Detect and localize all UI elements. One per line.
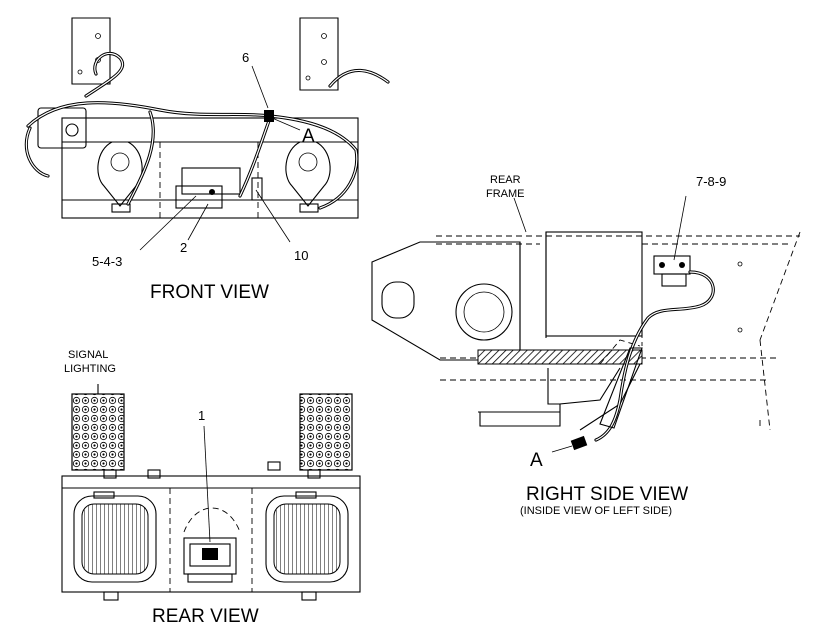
callout-a-side: A — [530, 450, 543, 471]
side-hatched-rail — [477, 349, 643, 365]
callout-6: 6 — [242, 50, 249, 65]
callout-1: 1 — [198, 408, 205, 423]
side-body-block — [545, 231, 643, 346]
front-relay-box — [175, 167, 263, 209]
front-view-title: FRONT VIEW — [150, 282, 269, 303]
rear-left-signal-light — [71, 393, 125, 471]
callout-2: 2 — [180, 240, 187, 255]
rear-view-title: REAR VIEW — [152, 606, 259, 627]
front-leaders — [139, 65, 301, 251]
front-right-lamp — [285, 141, 331, 213]
rear-right-work-lamp — [265, 491, 349, 583]
rear-frame-label-2: FRAME — [486, 188, 525, 200]
callout-10: 10 — [294, 248, 308, 263]
side-view: REAR FRAME 7-8-9 A RIGHT SIDE VIEW (INSI… — [371, 174, 801, 517]
rear-left-work-lamp — [73, 491, 157, 583]
signal-label-2: LIGHTING — [64, 363, 116, 375]
front-left-lamp — [97, 141, 143, 213]
callout-1-leader — [203, 425, 211, 543]
rear-relay-box — [183, 537, 237, 583]
side-view-title: RIGHT SIDE VIEW — [526, 484, 688, 505]
side-view-subtitle: (INSIDE VIEW OF LEFT SIDE) — [520, 505, 672, 517]
rear-bumper-body — [61, 461, 361, 601]
side-wiring-harness — [570, 270, 715, 451]
callout-7-8-9: 7-8-9 — [696, 174, 726, 189]
rear-right-signal-light — [299, 393, 353, 471]
side-leaders — [513, 195, 687, 453]
front-wiring-harness — [24, 51, 390, 210]
front-left-bracket — [71, 17, 111, 85]
rear-view: SIGNAL LIGHTING 1 REAR VIEW — [61, 349, 361, 627]
front-view: 6 A 5-4-3 2 10 FRONT VIEW — [24, 17, 390, 303]
callout-5-4-3: 5-4-3 — [92, 254, 122, 269]
rear-frame-label-1: REAR — [490, 174, 521, 186]
front-right-bracket — [299, 17, 339, 91]
side-frame-plate — [371, 232, 547, 361]
side-relay — [653, 255, 691, 287]
callout-a-front: A — [302, 126, 315, 147]
signal-label-1: SIGNAL — [68, 349, 108, 361]
